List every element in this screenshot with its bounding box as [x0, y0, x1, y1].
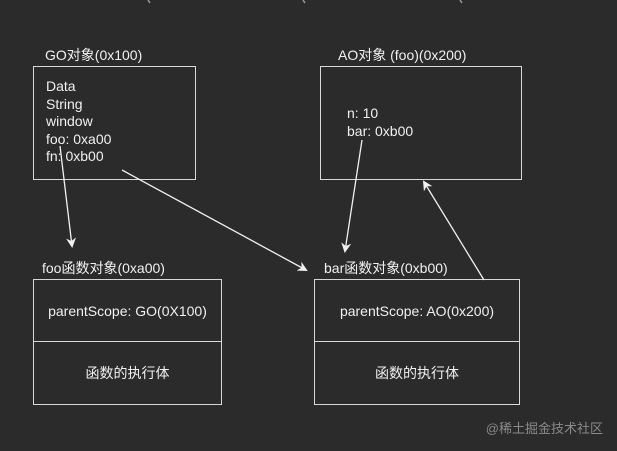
foo-function-box: parentScope: GO(0X100) 函数的执行体 [33, 279, 222, 405]
ao-object-box: n: 10 bar: 0xb00 [320, 66, 522, 180]
arrow-fn-to-bar-function [121, 169, 308, 271]
bar-divider [315, 341, 519, 342]
go-line-data: Data [46, 78, 76, 94]
bar-parent-scope: parentScope: AO(0x200) [339, 302, 495, 319]
ao-object-title: AO对象 (foo)(0x200) [338, 47, 467, 63]
arrow-bar-to-bar-function [341, 139, 363, 253]
go-line-window: window [46, 113, 93, 129]
watermark: @稀土掘金技术社区 [485, 421, 603, 436]
ao-line-n: n: 10 [347, 105, 379, 121]
ao-line-bar: bar: 0xb00 [347, 122, 414, 139]
go-line-string: String [46, 95, 83, 112]
foo-function-body: 函数的执行体 [85, 365, 170, 381]
arrow-bar-function-to-ao [422, 180, 485, 281]
bar-function-box: parentScope: AO(0x200) 函数的执行体 [314, 279, 520, 405]
bar-function-body: 函数的执行体 [375, 365, 459, 381]
bar-function-title: bar函数对象(0xb00) [324, 260, 448, 276]
go-object-title: GO对象(0x100) [45, 47, 143, 63]
foo-divider [34, 341, 221, 342]
arrow-foo-to-foo-function [59, 145, 77, 248]
go-line-foo: foo: 0xa00 [46, 130, 112, 147]
foo-function-title: foo函数对象(0xa00) [42, 260, 165, 276]
foo-parent-scope: parentScope: GO(0X100) [48, 302, 207, 319]
cropped-top-marks [147, 0, 463, 4]
